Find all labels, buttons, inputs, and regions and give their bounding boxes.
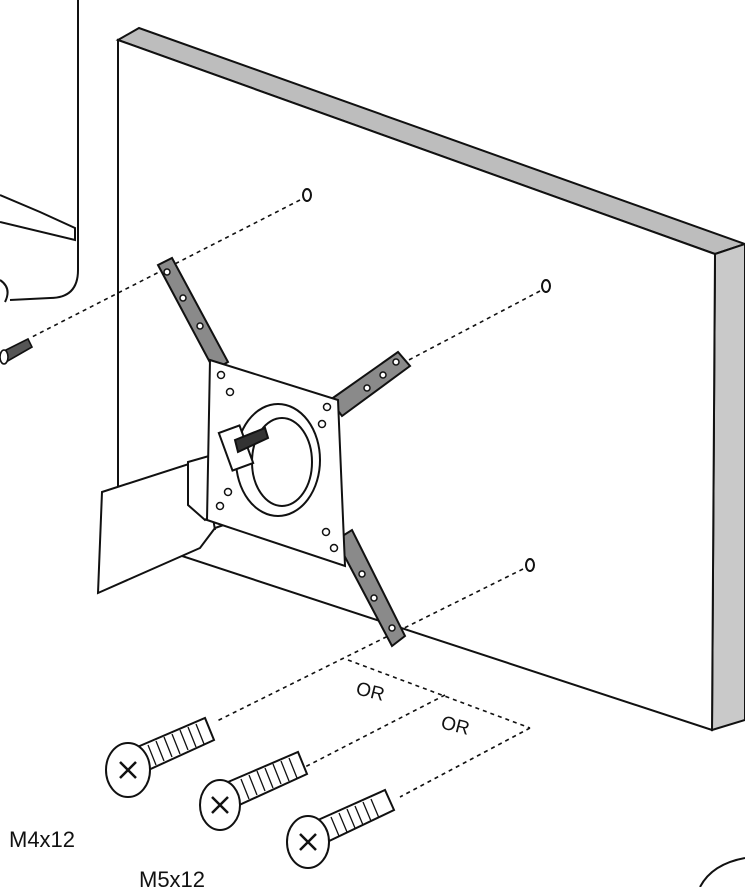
bracket-slot-holes bbox=[163, 268, 400, 632]
bracket-arm-lower bbox=[334, 528, 407, 648]
monitor-stand bbox=[0, 0, 79, 303]
panel-side-edge bbox=[710, 242, 745, 732]
or-label-2: OR bbox=[439, 712, 472, 739]
screw-m4x12-large bbox=[105, 716, 216, 798]
vesa-bracket bbox=[156, 256, 412, 648]
cropped-part-bottom-right bbox=[699, 857, 745, 887]
screw-third-small bbox=[286, 788, 396, 869]
hole-top-right bbox=[541, 279, 551, 293]
screw-m5x12-medium bbox=[199, 750, 309, 831]
monitor-panel bbox=[115, 26, 745, 732]
plate-holes bbox=[215, 370, 339, 553]
hole-top-left bbox=[302, 188, 312, 202]
screw-label-m4x12: M4x12 bbox=[9, 827, 76, 852]
or-label-1: OR bbox=[354, 678, 387, 705]
bracket-arm-upper-left bbox=[156, 256, 230, 372]
hole-bottom-right bbox=[525, 558, 535, 572]
screw-label-m5x12: M5x12 bbox=[139, 867, 206, 892]
panel-face bbox=[117, 38, 717, 732]
left-screw bbox=[0, 337, 34, 365]
panel-holes bbox=[302, 188, 551, 572]
guide-lines bbox=[29, 199, 541, 798]
